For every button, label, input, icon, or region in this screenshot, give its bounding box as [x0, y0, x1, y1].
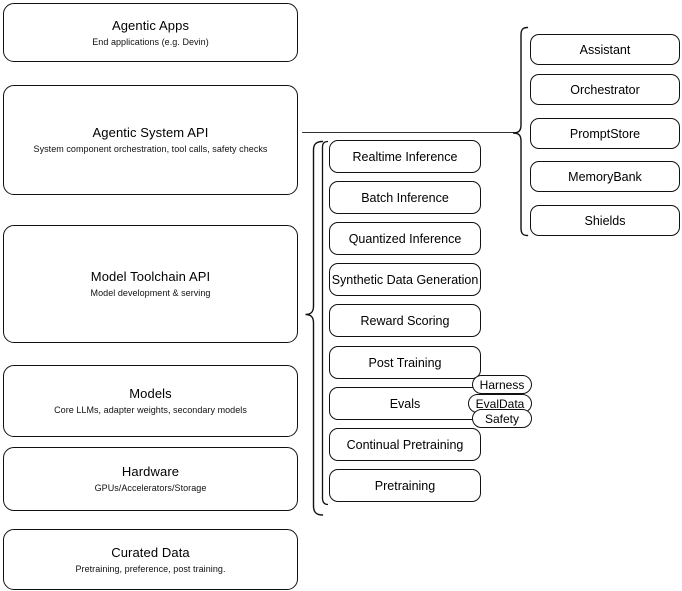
- toolchain-box-label: Realtime Inference: [352, 149, 458, 164]
- stack-layer-agentic-system-api[interactable]: Agentic System API System component orch…: [3, 85, 298, 195]
- layer-title: Agentic Apps: [111, 17, 190, 33]
- evals-pill-label: Harness: [479, 377, 525, 392]
- layer-subtitle: Core LLMs, adapter weights, secondary mo…: [54, 405, 247, 415]
- layer-title: Models: [129, 386, 172, 401]
- toolchain-rail: [316, 140, 330, 510]
- layer-subtitle: Pretraining, preference, post training.: [75, 563, 226, 574]
- system-api-connector-line: [302, 132, 516, 134]
- system-box-shields[interactable]: Shields: [530, 205, 680, 236]
- stack-layer-hardware[interactable]: Hardware GPUs/Accelerators/Storage: [3, 447, 298, 511]
- toolchain-box-post-training[interactable]: Post Training: [329, 346, 481, 379]
- system-box-label: MemoryBank: [568, 169, 642, 184]
- system-box-promptstore[interactable]: PromptStore: [530, 118, 680, 149]
- system-box-label: Assistant: [579, 42, 631, 57]
- stack-layer-models[interactable]: Models Core LLMs, adapter weights, secon…: [3, 365, 298, 437]
- evals-pill-safety[interactable]: Safety: [472, 409, 532, 428]
- layer-subtitle: Model development & serving: [90, 288, 211, 298]
- toolchain-box-realtime-inference[interactable]: Realtime Inference: [329, 140, 481, 173]
- toolchain-brace: [305, 140, 325, 518]
- toolchain-box-label: Quantized Inference: [348, 231, 462, 246]
- toolchain-box-label: Evals: [389, 396, 421, 411]
- evals-pill-label: Safety: [484, 411, 520, 426]
- stack-layer-agentic-apps[interactable]: Agentic Apps End applications (e.g. Devi…: [3, 3, 298, 62]
- system-box-memorybank[interactable]: MemoryBank: [530, 161, 680, 192]
- toolchain-box-label: Synthetic Data Generation: [331, 272, 479, 287]
- toolchain-box-quantized-inference[interactable]: Quantized Inference: [329, 222, 481, 255]
- layer-title: Hardware: [121, 464, 180, 479]
- layer-title: Model Toolchain API: [90, 269, 211, 284]
- layer-subtitle: End applications (e.g. Devin): [92, 36, 209, 47]
- system-box-label: Orchestrator: [570, 82, 640, 97]
- layer-title: Curated Data: [111, 544, 190, 560]
- layer-subtitle: GPUs/Accelerators/Storage: [94, 483, 207, 493]
- toolchain-box-label: Continual Pretraining: [346, 437, 464, 452]
- toolchain-box-pretraining[interactable]: Pretraining: [329, 469, 481, 502]
- system-box-label: Shields: [584, 213, 626, 228]
- toolchain-box-label: Pretraining: [374, 478, 436, 493]
- toolchain-box-label: Post Training: [368, 355, 442, 370]
- toolchain-box-label: Batch Inference: [361, 190, 449, 205]
- toolchain-box-continual-pretraining[interactable]: Continual Pretraining: [329, 428, 481, 461]
- system-box-assistant[interactable]: Assistant: [530, 34, 680, 65]
- layer-subtitle: System component orchestration, tool cal…: [33, 144, 268, 154]
- toolchain-box-evals[interactable]: Evals: [329, 387, 481, 420]
- stack-layer-model-toolchain-api[interactable]: Model Toolchain API Model development & …: [3, 225, 298, 343]
- evals-pill-label: EvalData: [475, 396, 525, 411]
- evals-pill-harness[interactable]: Harness: [472, 375, 532, 394]
- toolchain-box-batch-inference[interactable]: Batch Inference: [329, 181, 481, 214]
- toolchain-box-label: Reward Scoring: [360, 313, 450, 328]
- layer-title: Agentic System API: [92, 125, 209, 140]
- system-box-label: PromptStore: [569, 126, 641, 141]
- system-box-orchestrator[interactable]: Orchestrator: [530, 74, 680, 105]
- toolchain-box-reward-scoring[interactable]: Reward Scoring: [329, 304, 481, 337]
- stack-layer-curated-data[interactable]: Curated Data Pretraining, preference, po…: [3, 529, 298, 590]
- evals-pill-evaldata[interactable]: EvalData: [468, 394, 532, 413]
- toolchain-box-synthetic-data-generation[interactable]: Synthetic Data Generation: [329, 263, 481, 296]
- system-components-brace: [510, 26, 530, 238]
